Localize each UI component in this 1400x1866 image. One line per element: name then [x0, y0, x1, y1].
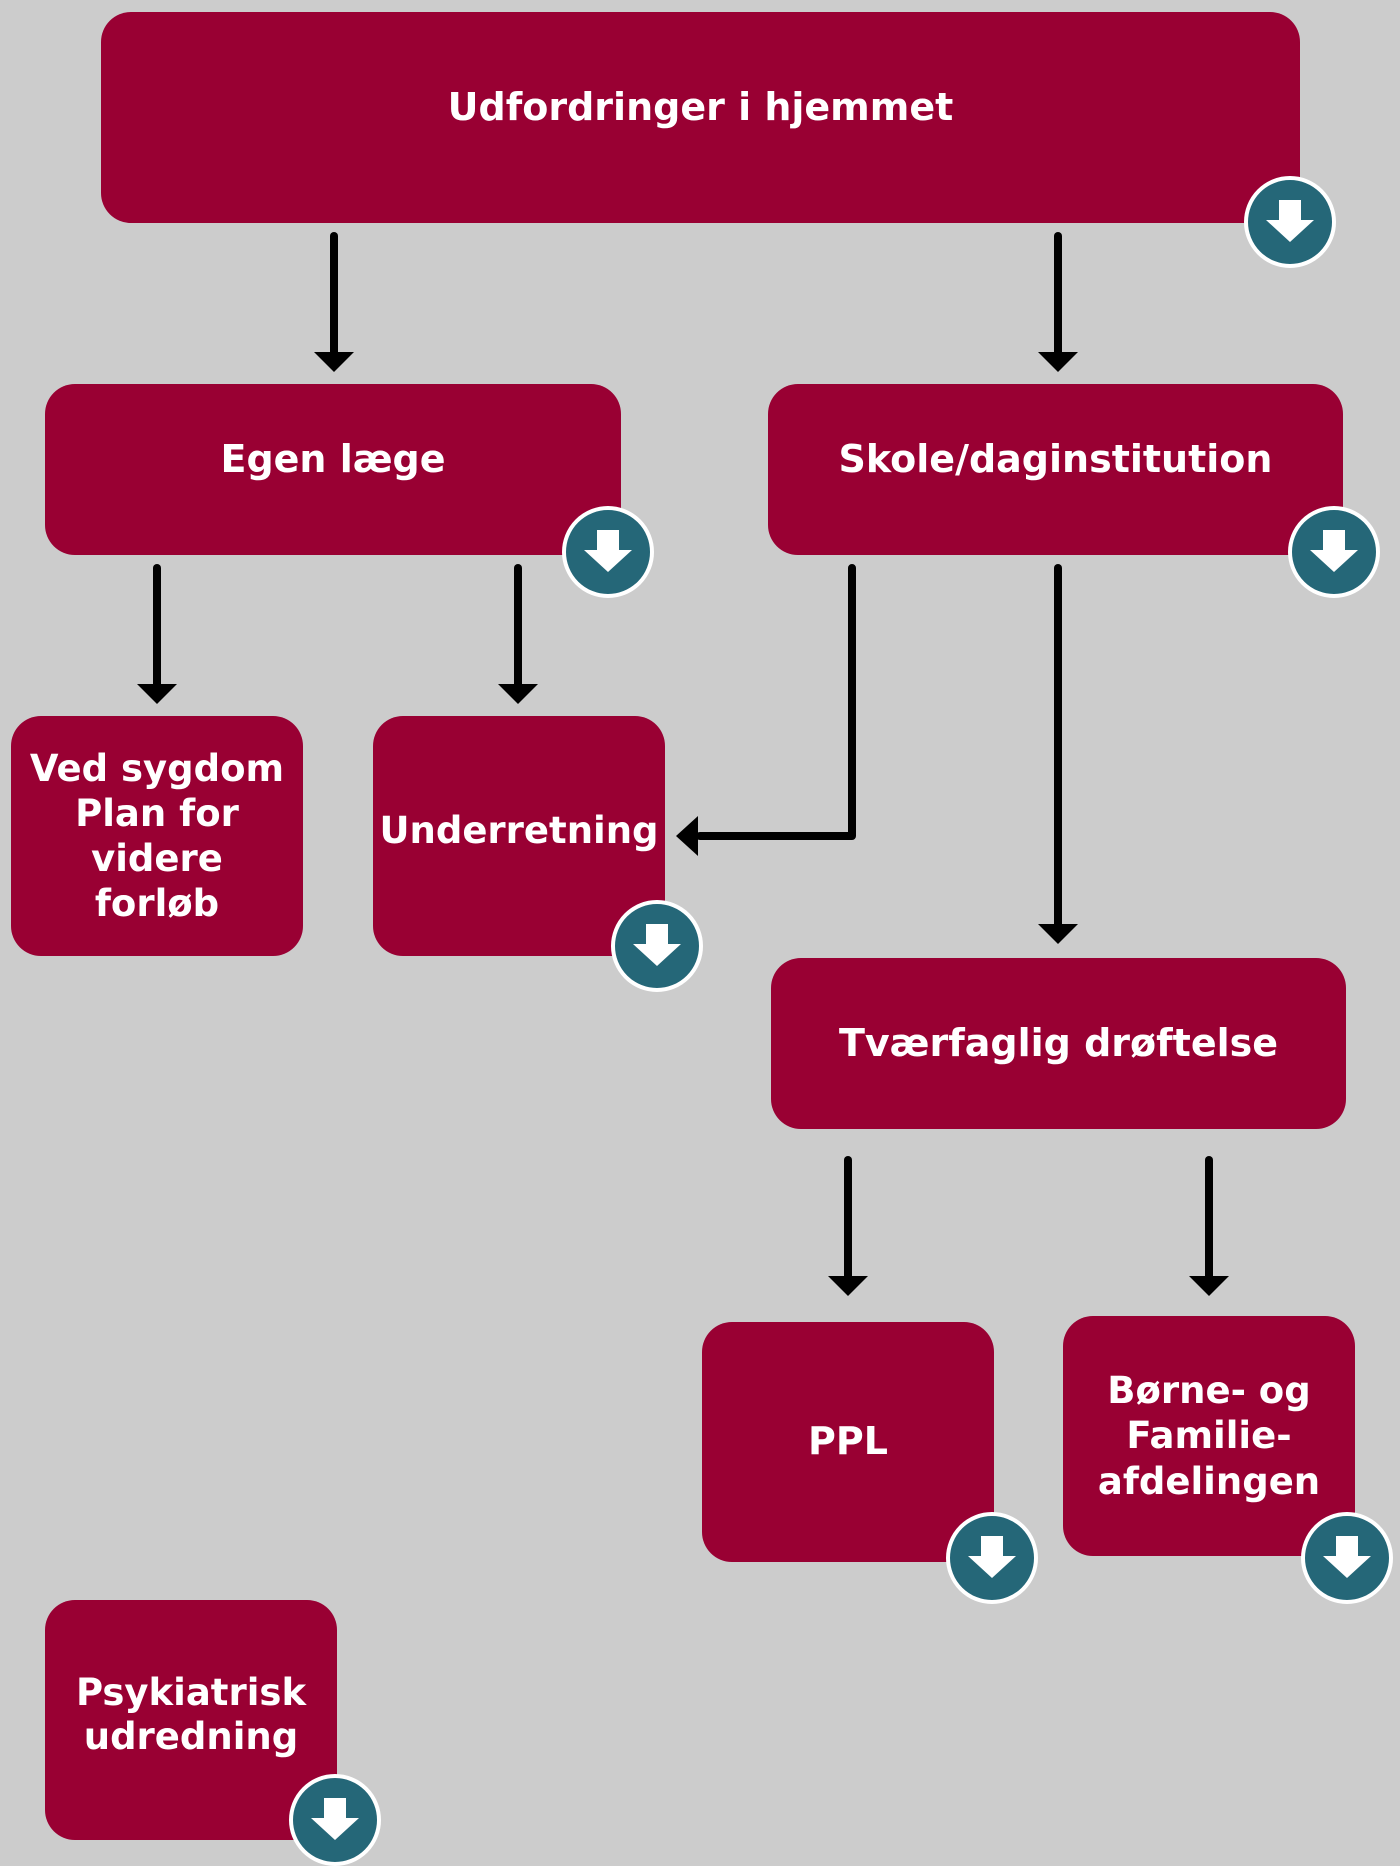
node-boerne-og-familieafdelingen[interactable]: Børne- og Familie- afdelingen — [1063, 1316, 1355, 1556]
node-label: Udfordringer i hjemmet — [447, 84, 954, 129]
node-tvaerfaglig-droeftelse[interactable]: Tværfaglig drøftelse — [771, 958, 1346, 1129]
node-underretning[interactable]: Underretning — [373, 716, 665, 956]
expand-button[interactable] — [611, 900, 703, 992]
expand-button[interactable] — [946, 1512, 1038, 1604]
node-label: Tværfaglig drøftelse — [838, 1020, 1279, 1065]
node-ved-sygdom[interactable]: Ved sygdom Plan for videre forløb — [11, 716, 303, 956]
node-label: Skole/daginstitution — [838, 436, 1273, 481]
arrowhead — [676, 816, 698, 856]
expand-button[interactable] — [1244, 176, 1336, 268]
expand-button[interactable] — [1301, 1512, 1393, 1604]
edge-skole-underretning — [696, 564, 856, 840]
node-label: Børne- og Familie- afdelingen — [1097, 1369, 1321, 1503]
expand-button[interactable] — [1288, 506, 1380, 598]
node-skole-daginstitution[interactable]: Skole/daginstitution — [768, 384, 1343, 555]
arrow-down-icon — [311, 1798, 359, 1840]
arrowhead — [498, 684, 538, 704]
arrowhead — [1038, 924, 1078, 944]
node-egen-laege[interactable]: Egen læge — [45, 384, 621, 555]
arrow-down-icon — [584, 530, 632, 572]
arrowhead — [137, 684, 177, 704]
arrowhead — [828, 1276, 868, 1296]
node-label: Psykiatrisk udredning — [75, 1670, 307, 1758]
arrow-down-icon — [1266, 200, 1314, 242]
node-label: Underretning — [379, 808, 659, 852]
arrow-down-icon — [968, 1536, 1016, 1578]
node-psykiatrisk-udredning[interactable]: Psykiatrisk udredning — [45, 1600, 337, 1840]
node-label: PPL — [808, 1419, 888, 1464]
expand-button[interactable] — [562, 506, 654, 598]
expand-button[interactable] — [289, 1774, 381, 1866]
arrow-down-icon — [633, 924, 681, 966]
arrowhead — [1189, 1276, 1229, 1296]
node-ppl[interactable]: PPL — [702, 1322, 994, 1562]
arrow-down-icon — [1310, 530, 1358, 572]
node-label: Egen læge — [220, 436, 446, 481]
node-udfordringer-i-hjemmet[interactable]: Udfordringer i hjemmet — [101, 12, 1300, 223]
arrowhead — [1038, 352, 1078, 372]
arrowhead — [314, 352, 354, 372]
arrow-down-icon — [1323, 1536, 1371, 1578]
node-label: Ved sygdom Plan for videre forløb — [29, 746, 285, 926]
